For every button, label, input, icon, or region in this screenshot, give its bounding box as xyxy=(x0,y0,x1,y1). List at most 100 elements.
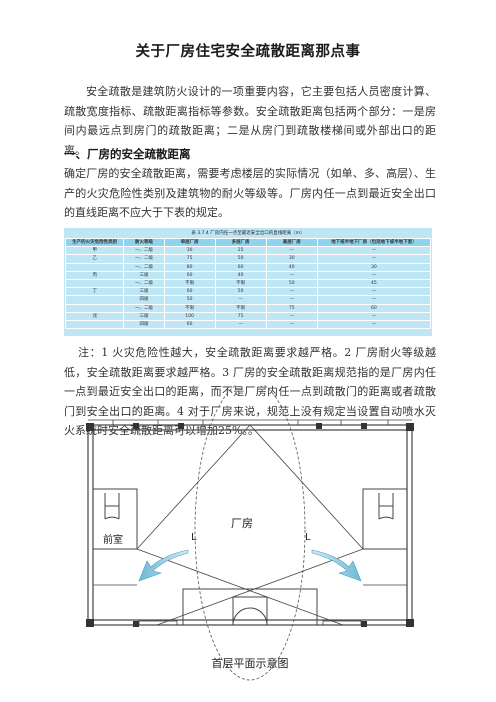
section-heading: 一、厂房的安全疏散距离 xyxy=(64,147,191,161)
table-cell: — xyxy=(316,246,432,256)
table-cell: 三级 xyxy=(123,287,165,297)
table-cell: 三级 xyxy=(123,311,165,321)
distance-table: 生产的火灾危险性类别 耐火等级 单层厂房 多层厂房 高层厂房 地下或半地下厂房（… xyxy=(64,237,432,330)
bottom-wall-details xyxy=(93,584,407,626)
table-cell: 四级 xyxy=(123,319,165,330)
table-cell: — xyxy=(316,254,432,264)
table-cell xyxy=(64,262,125,272)
left-stair-core xyxy=(92,488,138,550)
table-cell: — xyxy=(316,270,432,280)
table-cell: — xyxy=(316,295,432,305)
table-cell: 40 xyxy=(214,270,267,280)
table-cell: 四级 xyxy=(123,295,165,305)
table-cell: 50 xyxy=(214,254,267,264)
table-cell: 100 xyxy=(163,311,216,321)
table-cell: — xyxy=(265,287,318,297)
right-evacuation-arrow xyxy=(311,549,362,582)
intro-paragraph: 安全疏散是建筑防火设计的一项重要内容，它主要包括人员密度计算、疏散宽度指标、疏散… xyxy=(64,85,436,157)
table-cell: — xyxy=(214,319,267,330)
section-paragraph: 确定厂房的安全疏散距离，需要考虑楼层的实际情况（如单、多、高层）、生产的火灾危险… xyxy=(64,167,436,219)
evacuation-radius-arc xyxy=(194,385,306,681)
table-cell xyxy=(64,303,125,313)
table-cell: 60 xyxy=(163,287,216,297)
table-cell: 不限 xyxy=(163,303,216,313)
bottom-entrance xyxy=(182,588,318,626)
table-header-cell: 高层厂房 xyxy=(265,237,318,248)
table-cell: 一、二级 xyxy=(123,303,165,313)
table-cell: — xyxy=(214,295,267,305)
table-cell: 一、二级 xyxy=(123,254,165,264)
table-cell: 一、二级 xyxy=(123,278,165,289)
table-cell: 60 xyxy=(214,262,267,272)
table-cell xyxy=(64,278,125,289)
table-cell: 45 xyxy=(316,278,432,289)
factory-room-label: 厂房 xyxy=(231,517,253,530)
table-cell: 50 xyxy=(265,278,318,289)
wall-columns xyxy=(86,423,414,627)
distance-table-image: 表 3.7.4 厂房内任一点至最近安全出口的直线距离（m） 生产的火灾危险性类别… xyxy=(64,228,432,336)
table-cell: 一、二级 xyxy=(123,246,165,256)
table-header-row: 生产的火灾危险性类别 耐火等级 单层厂房 多层厂房 高层厂房 地下或半地下厂房（… xyxy=(64,237,432,248)
distance-lines xyxy=(136,424,364,626)
distance-label-left: L xyxy=(191,532,197,543)
table-cell: — xyxy=(316,311,432,321)
table-cell: 60 xyxy=(163,319,216,330)
table-cell: 40 xyxy=(265,262,318,272)
table-cell: 丁 xyxy=(64,287,125,297)
plan-caption: 首层平面示意图 xyxy=(212,656,289,670)
right-stair-core xyxy=(362,488,408,550)
table-caption: 表 3.7.4 厂房内任一点至最近安全出口的直线距离（m） xyxy=(191,231,305,236)
table-cell: 不限 xyxy=(214,278,267,289)
table-cell: 甲 xyxy=(64,246,125,256)
table-cell: — xyxy=(265,270,318,280)
table-header-cell: 生产的火灾危险性类别 xyxy=(64,237,125,248)
table-cell: 25 xyxy=(214,246,267,256)
table-cell: 不限 xyxy=(163,278,216,289)
left-evacuation-arrow xyxy=(138,549,189,582)
table-cell: 75 xyxy=(214,311,267,321)
table-header-cell: 单层厂房 xyxy=(163,237,216,248)
distance-label-right: L xyxy=(305,532,311,543)
table-cell: 60 xyxy=(316,303,432,313)
table-cell: 60 xyxy=(163,270,216,280)
table-cell: — xyxy=(265,295,318,305)
table-cell: 50 xyxy=(214,287,267,297)
table-cell: 30 xyxy=(316,262,432,272)
table-cell: 50 xyxy=(163,295,216,305)
table-cell: 75 xyxy=(163,254,216,264)
table-cell: 丙 xyxy=(64,270,125,280)
table-header-cell: 耐火等级 xyxy=(123,237,165,248)
top-wall-ticks xyxy=(88,419,412,425)
table-header-cell: 多层厂房 xyxy=(214,237,267,248)
table-cell: 戊 xyxy=(64,311,125,321)
floor-plan-diagram: 前室 L L 厂房 xyxy=(83,385,417,695)
table-cell: 不限 xyxy=(214,303,267,313)
table-cell: 乙 xyxy=(64,254,125,264)
table-cell: — xyxy=(316,287,432,297)
document-title: 关于厂房住宅安全疏散距离那点事 xyxy=(135,44,361,60)
table-cell: 30 xyxy=(163,246,216,256)
table-cell xyxy=(64,295,125,305)
table-cell xyxy=(64,319,125,330)
left-anteroom-label: 前室 xyxy=(103,533,123,546)
table-cell: — xyxy=(265,311,318,321)
table-cell: 三级 xyxy=(123,270,165,280)
table-cell: 一、二级 xyxy=(123,262,165,272)
table-cell: — xyxy=(265,246,318,256)
table-cell: — xyxy=(265,319,318,330)
table-cell: 75 xyxy=(265,303,318,313)
table-cell: — xyxy=(316,319,432,330)
table-header-cell: 地下或半地下厂房（包括地下或半地下室） xyxy=(316,237,432,248)
table-cell: 80 xyxy=(163,262,216,272)
table-cell: 30 xyxy=(265,254,318,264)
